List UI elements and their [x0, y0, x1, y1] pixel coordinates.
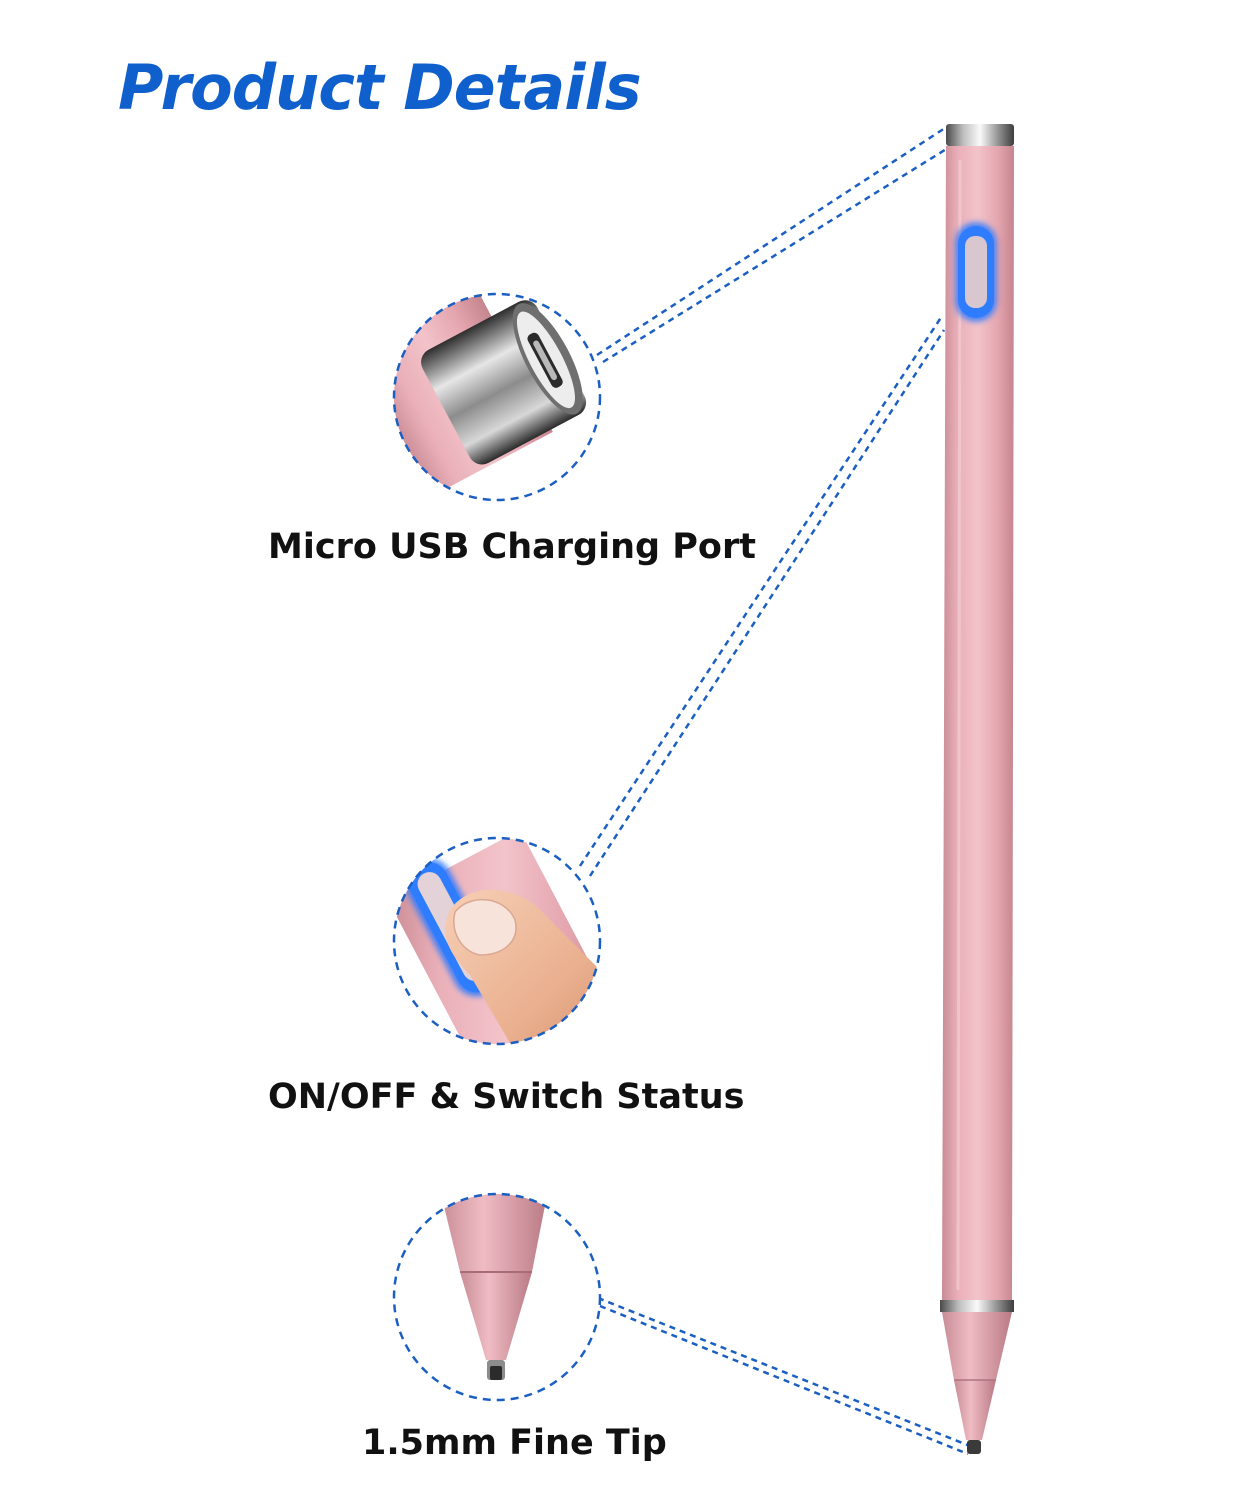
usb-closeup-frame — [392, 292, 602, 502]
power-closeup-frame — [392, 836, 602, 1046]
connector-line-usb — [596, 126, 949, 364]
stylus-pen — [940, 124, 1014, 1454]
pen-ring — [940, 1300, 1014, 1312]
pen-tip-closeup-icon — [392, 1192, 602, 1402]
pen-nib — [967, 1440, 981, 1454]
power-button-closeup-icon — [392, 836, 602, 1046]
pen-body — [942, 146, 1014, 1300]
usb-port-closeup-icon — [392, 292, 602, 502]
feature-label-usb: Micro USB Charging Port — [268, 527, 756, 567]
pen-cone — [942, 1312, 1012, 1380]
pen-cap — [946, 124, 1014, 146]
page-title: Product Details — [118, 51, 642, 124]
connector-line-tip — [597, 1296, 971, 1456]
feature-label-power: ON/OFF & Switch Status — [268, 1077, 745, 1117]
connector-line-power — [578, 315, 946, 877]
feature-label-tip: 1.5mm Fine Tip — [362, 1423, 667, 1463]
tip-closeup-frame — [392, 1192, 602, 1402]
power-button-led — [955, 222, 997, 322]
